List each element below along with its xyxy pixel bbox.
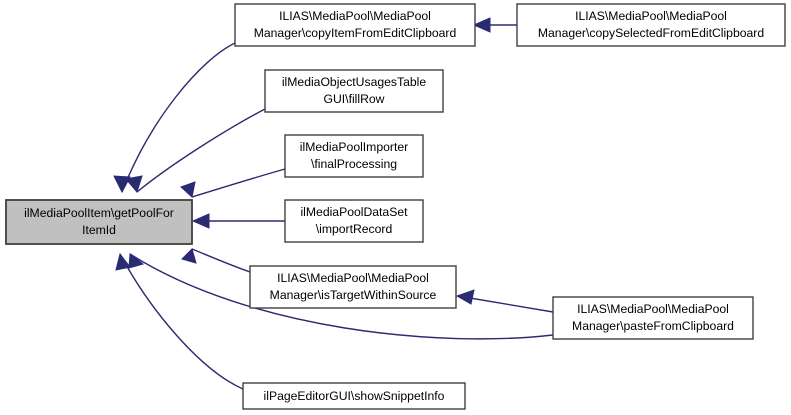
edge-fillRow-to-getPoolForItemId	[125, 108, 266, 194]
node-label-line2: GUI\fillRow	[324, 92, 385, 106]
node-label-line1: ILIAS\MediaPool\MediaPool	[279, 9, 431, 23]
node-box[interactable]	[552, 296, 754, 340]
arrowhead-icon	[181, 248, 197, 264]
edge-showSnippetInfo-to-getPoolForItemId	[115, 252, 244, 390]
node-label-line2: Manager\copyItemFromEditClipboard	[254, 26, 457, 40]
node-box[interactable]	[242, 382, 466, 410]
arrowhead-icon	[125, 175, 143, 194]
graph-node-finalProcessing[interactable]: ilMediaPoolImporter \finalProcessing	[284, 134, 424, 178]
edge-importRecord-to-getPoolForItemId	[191, 213, 285, 229]
graph-node-importRecord[interactable]: ilMediaPoolDataSet \importRecord	[284, 199, 424, 243]
node-box[interactable]	[264, 69, 444, 113]
node-label-line2: Manager\pasteFromClipboard	[572, 319, 734, 333]
graph-node-copySelectedFromEditClipboard[interactable]: ILIAS\MediaPool\MediaPoolManager\copySel…	[516, 3, 786, 47]
node-label-line2: ItemId	[82, 223, 116, 237]
edge-copyItemFromEditClipboard-to-getPoolForItemId	[113, 42, 236, 194]
node-box[interactable]	[5, 199, 193, 245]
node-label-line2: \finalProcessing	[311, 157, 397, 171]
arrowhead-icon	[113, 175, 131, 194]
node-box[interactable]	[516, 3, 786, 47]
node-box[interactable]	[249, 265, 457, 309]
graph-node-isTargetWithinSource[interactable]: ILIAS\MediaPool\MediaPoolManager\isTarge…	[249, 265, 457, 309]
edge-line	[191, 248, 251, 273]
node-label-line2: \importRecord	[316, 222, 393, 236]
node-label-line1: ilMediaPoolImporter	[300, 140, 408, 154]
node-box[interactable]	[234, 3, 476, 47]
node-box[interactable]	[284, 199, 424, 243]
node-label-line1: ILIAS\MediaPool\MediaPool	[577, 302, 729, 316]
graph-node-pasteFromClipboard[interactable]: ILIAS\MediaPool\MediaPoolManager\pasteFr…	[552, 296, 754, 340]
node-box[interactable]	[284, 134, 424, 178]
edge-copySelectedFromEditClipboard-to-copyItemFromEditClipboard	[472, 17, 517, 33]
node-label-line1: ILIAS\MediaPool\MediaPool	[575, 9, 727, 23]
edge-line	[191, 168, 286, 198]
edge-line	[136, 108, 266, 193]
edge-isTargetWithinSource-to-getPoolForItemId	[181, 248, 251, 273]
edge-pasteFromClipboard-to-getPoolForItemId	[128, 253, 554, 340]
graph-node-copyItemFromEditClipboard[interactable]: ILIAS\MediaPool\MediaPoolManager\copyIte…	[234, 3, 476, 47]
edge-pasteFromClipboard-to-isTargetWithinSource	[455, 289, 554, 313]
edge-line	[121, 42, 236, 193]
arrowhead-icon	[128, 253, 145, 269]
node-label-line1: ilMediaPoolItem\getPoolFor	[24, 206, 174, 220]
nodes-layer: ILIAS\MediaPool\MediaPoolManager\copyIte…	[5, 3, 786, 410]
arrowhead-icon	[115, 252, 131, 271]
node-label-line1: ilMediaPoolDataSet	[300, 205, 408, 219]
edge-finalProcessing-to-getPoolForItemId	[180, 168, 286, 198]
edge-line	[119, 253, 244, 390]
edges-layer	[113, 17, 554, 390]
edge-line	[469, 297, 554, 313]
graph-node-showSnippetInfo[interactable]: ilPageEditorGUI\showSnippetInfo	[242, 382, 466, 410]
arrowhead-icon	[472, 17, 491, 33]
arrowhead-icon	[180, 181, 196, 198]
node-label-line1: ilMediaObjectUsagesTable	[282, 75, 427, 89]
node-label-line2: Manager\copySelectedFromEditClipboard	[538, 26, 764, 40]
edge-line	[129, 253, 554, 340]
node-label-line2: Manager\isTargetWithinSource	[270, 288, 437, 302]
node-label-line1: ILIAS\MediaPool\MediaPool	[277, 271, 429, 285]
arrowhead-icon	[455, 289, 475, 305]
node-label-line1: ilPageEditorGUI\showSnippetInfo	[264, 389, 445, 403]
arrowhead-icon	[191, 213, 210, 229]
